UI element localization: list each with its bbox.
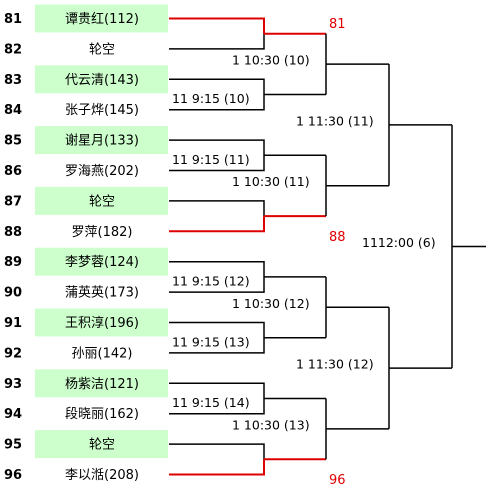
bracket-line [169, 33, 265, 50]
entry-highlight-box [35, 247, 168, 276]
bracket-line [169, 443, 265, 460]
entry-player-name: 孙丽(142) [72, 346, 133, 361]
match-time-label: 11 9:15 (11) [172, 152, 250, 167]
bracket-line [169, 200, 265, 217]
entry-seed-number: 85 [4, 134, 22, 149]
match-time-label: 1 10:30 (10) [232, 53, 310, 68]
entry-seed-number: 90 [4, 286, 22, 301]
entry-highlight-box [35, 186, 168, 215]
entry-seed-number: 88 [4, 225, 22, 240]
match-time-label: 1 10:30 (11) [232, 174, 310, 189]
entry-player-name: 罗萍(182) [72, 225, 133, 240]
entry-highlight-box [35, 369, 168, 398]
entry-seed-number: 81 [4, 12, 22, 27]
entry-seed-number: 83 [4, 73, 22, 88]
entry-highlight-box [35, 4, 168, 33]
match-time-label: 11 9:15 (14) [172, 395, 250, 410]
entry-player-name: 轮空 [89, 42, 115, 57]
match-time-label: 1112:00 (6) [362, 235, 436, 250]
entry-player-name: 蒲英英(173) [65, 286, 139, 301]
entry-player-name: 段晓丽(162) [65, 407, 139, 422]
match-time-label: 11 9:15 (13) [172, 334, 250, 349]
entry-seed-number: 84 [4, 103, 22, 118]
entry-seed-number: 96 [4, 468, 22, 483]
entry-seed-number: 95 [4, 438, 22, 453]
bracket-line-winner [169, 17, 265, 34]
entry-highlight-box [35, 430, 168, 459]
entry-player-name: 轮空 [89, 194, 115, 209]
entry-seed-number: 94 [4, 407, 22, 422]
entry-seed-number: 82 [4, 42, 22, 57]
entry-player-name: 李梦蓉(124) [65, 255, 139, 270]
entry-seed-number: 93 [4, 377, 22, 392]
entry-seed-number: 92 [4, 346, 22, 361]
match-winner-label: 96 [329, 473, 346, 488]
bracket-line-winner [169, 459, 265, 476]
entry-player-name: 谭贵红(112) [65, 11, 139, 27]
entry-seed-number: 86 [4, 164, 22, 179]
entry-player-name: 杨紫洁(121) [65, 377, 139, 392]
entry-player-name: 代云清(143) [65, 73, 139, 88]
entry-player-name: 谢星月(133) [65, 133, 139, 149]
entry-player-name: 罗海燕(202) [65, 164, 139, 179]
entry-seed-number: 87 [4, 194, 22, 209]
entry-player-name: 王积淳(196) [65, 315, 139, 331]
match-winner-label: 81 [329, 17, 346, 32]
entry-highlight-box [35, 126, 168, 155]
match-time-label: 1 11:30 (12) [296, 357, 374, 372]
entry-player-name: 李以湉(208) [65, 468, 139, 483]
match-time-label: 1 10:30 (12) [232, 296, 310, 311]
bracket-line-winner [169, 216, 265, 233]
match-time-label: 1 10:30 (13) [232, 417, 310, 432]
entry-player-name: 张子烨(145) [65, 103, 139, 118]
match-time-label: 11 9:15 (12) [172, 274, 250, 289]
match-time-label: 1 11:30 (11) [296, 113, 374, 128]
entry-highlight-box [35, 65, 168, 94]
entry-highlight-box [35, 308, 168, 337]
match-winner-label: 88 [329, 230, 346, 245]
entry-player-name: 轮空 [89, 438, 115, 453]
entry-seed-number: 91 [4, 316, 22, 331]
entry-seed-number: 89 [4, 255, 22, 270]
match-time-label: 11 9:15 (10) [172, 91, 250, 106]
